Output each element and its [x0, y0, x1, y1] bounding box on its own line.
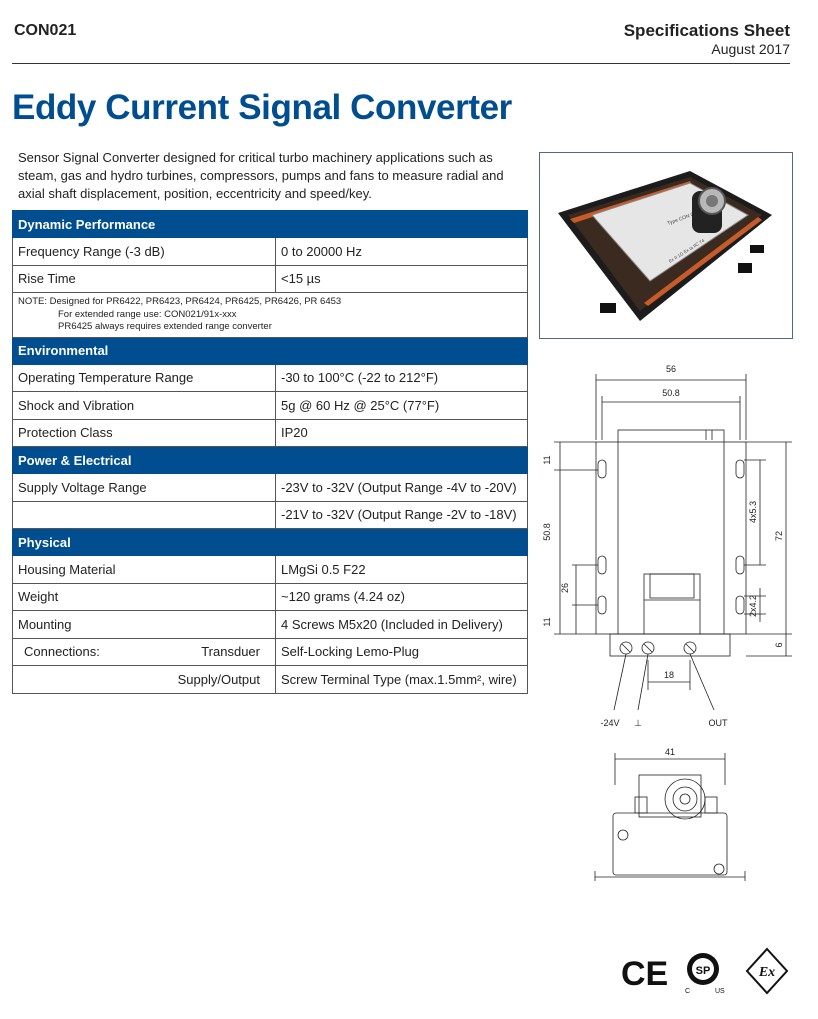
spec-label: Weight	[12, 582, 276, 611]
spec-label: Supply Voltage Range	[12, 473, 276, 502]
dim-label: 11	[542, 455, 552, 464]
spec-value: 0 to 20000 Hz	[275, 237, 528, 266]
note-line: For extended range use: CON021/91x-xxx	[58, 308, 237, 320]
product-illustration: Type CON 021 Ex II 1G Ex ia IIC T4	[558, 171, 772, 321]
spec-label: Supply/Output	[12, 665, 276, 694]
ex-mark-icon	[745, 947, 789, 995]
section-header-power: Power & Electrical	[12, 446, 528, 474]
spec-value: IP20	[275, 418, 528, 447]
spec-row: Supply Voltage Range -23V to -32V (Outpu…	[12, 473, 528, 502]
dim-label: 41	[665, 747, 675, 757]
spec-row: Housing Material LMgSi 0.5 F22	[12, 555, 528, 584]
ex-mark-label: Ex	[758, 965, 775, 980]
spec-value: LMgSi 0.5 F22	[275, 555, 528, 584]
side-view-drawing: 41	[594, 747, 746, 881]
terminal-label: -24V	[600, 718, 619, 728]
section-header-environmental: Environmental	[12, 336, 528, 365]
spec-row: Operating Temperature Range -30 to 100°C…	[12, 363, 528, 392]
front-view-drawing: 56 50.8 11 50.8 26 11 4x5.3 72 2x4.2 6 1…	[542, 364, 792, 728]
spec-note: NOTE: Designed for PR6422, PR6423, PR642…	[12, 292, 528, 338]
section-header-dynamic: Dynamic Performance	[12, 210, 528, 238]
section-title: Physical	[12, 528, 528, 556]
spec-label: Operating Temperature Range	[12, 363, 276, 392]
spec-row: Supply/Output Screw Terminal Type (max.1…	[12, 665, 528, 694]
spec-row: Frequency Range (-3 dB) 0 to 20000 Hz	[12, 237, 528, 266]
dim-label: 6	[774, 642, 784, 647]
dim-label: 50.8	[662, 388, 680, 398]
spec-label: Rise Time	[12, 264, 276, 293]
spec-row: Mounting 4 Screws M5x20 (Included in Del…	[12, 610, 528, 639]
spec-label	[12, 500, 276, 529]
section-title: Power & Electrical	[12, 446, 528, 474]
document-type: Specifications Sheet	[623, 21, 790, 40]
dim-label: 18	[664, 670, 674, 680]
spec-value: ~120 grams (4.24 oz)	[275, 582, 528, 611]
csa-c-label: C	[685, 988, 690, 995]
section-title: Dynamic Performance	[12, 210, 528, 238]
product-photo: Type CON 021 Ex II 1G Ex ia IIC T4	[539, 152, 793, 339]
spec-value: -23V to -32V (Output Range -4V to -20V)	[275, 473, 528, 502]
spec-label: Shock and Vibration	[12, 391, 276, 420]
dim-label: 56	[666, 364, 676, 374]
spec-row: -21V to -32V (Output Range -2V to -18V)	[12, 500, 528, 529]
spec-note-row: NOTE: Designed for PR6422, PR6423, PR642…	[12, 292, 528, 338]
spec-value: Screw Terminal Type (max.1.5mm², wire)	[275, 665, 528, 694]
spec-row: Protection Class IP20	[12, 418, 528, 447]
page-title: Eddy Current Signal Converter	[12, 88, 512, 127]
dim-label: 72	[774, 531, 784, 541]
svg-text:SP: SP	[696, 965, 711, 977]
spec-row: Weight ~120 grams (4.24 oz)	[12, 582, 528, 611]
section-title: Environmental	[12, 336, 528, 365]
spec-table: Dynamic Performance Frequency Range (-3 …	[12, 210, 528, 694]
spec-value: -30 to 100°C (-22 to 212°F)	[275, 363, 528, 392]
spec-label: Housing Material	[12, 555, 276, 584]
spec-label: Frequency Range (-3 dB)	[12, 237, 276, 266]
connections-sub-label: Transduer	[201, 644, 260, 660]
certification-marks: CE SP C US Ex	[621, 947, 789, 995]
header-divider	[12, 63, 790, 64]
note-line: PR6425 always requires extended range co…	[58, 321, 272, 332]
spec-value: <15 µs	[275, 264, 528, 293]
spec-label: Mounting	[12, 610, 276, 639]
spec-value: 4 Screws M5x20 (Included in Delivery)	[275, 610, 528, 639]
dim-label: 50.8	[542, 523, 552, 541]
spec-label: Connections: Transduer	[12, 637, 276, 666]
dim-label: 4x5.3	[748, 501, 758, 523]
spec-row: Shock and Vibration 5g @ 60 Hz @ 25°C (7…	[12, 391, 528, 420]
connections-label: Connections:	[24, 644, 100, 660]
terminal-label: OUT	[709, 718, 729, 728]
intro-paragraph: Sensor Signal Converter designed for cri…	[18, 150, 504, 201]
terminal-label: ⊥	[634, 718, 642, 728]
spec-value: Self-Locking Lemo-Plug	[275, 637, 528, 666]
document-date: August 2017	[711, 41, 790, 57]
spec-value: -21V to -32V (Output Range -2V to -18V)	[275, 500, 528, 529]
document-id: CON021	[14, 22, 77, 39]
spec-label: Protection Class	[12, 418, 276, 447]
connections-sub-label: Supply/Output	[177, 671, 260, 687]
dim-label: 2x4.2	[748, 595, 758, 617]
csa-us-label: US	[715, 988, 725, 995]
spec-row: Rise Time <15 µs	[12, 264, 528, 293]
dim-label: 26	[560, 583, 570, 593]
spec-value: 5g @ 60 Hz @ 25°C (77°F)	[275, 391, 528, 420]
section-header-physical: Physical	[12, 528, 528, 556]
spec-row: Connections: Transduer Self-Locking Lemo…	[12, 637, 528, 666]
note-line: NOTE: Designed for PR6422, PR6423, PR642…	[18, 296, 342, 307]
ce-mark: CE	[621, 955, 668, 993]
dim-label: 11	[542, 617, 552, 626]
